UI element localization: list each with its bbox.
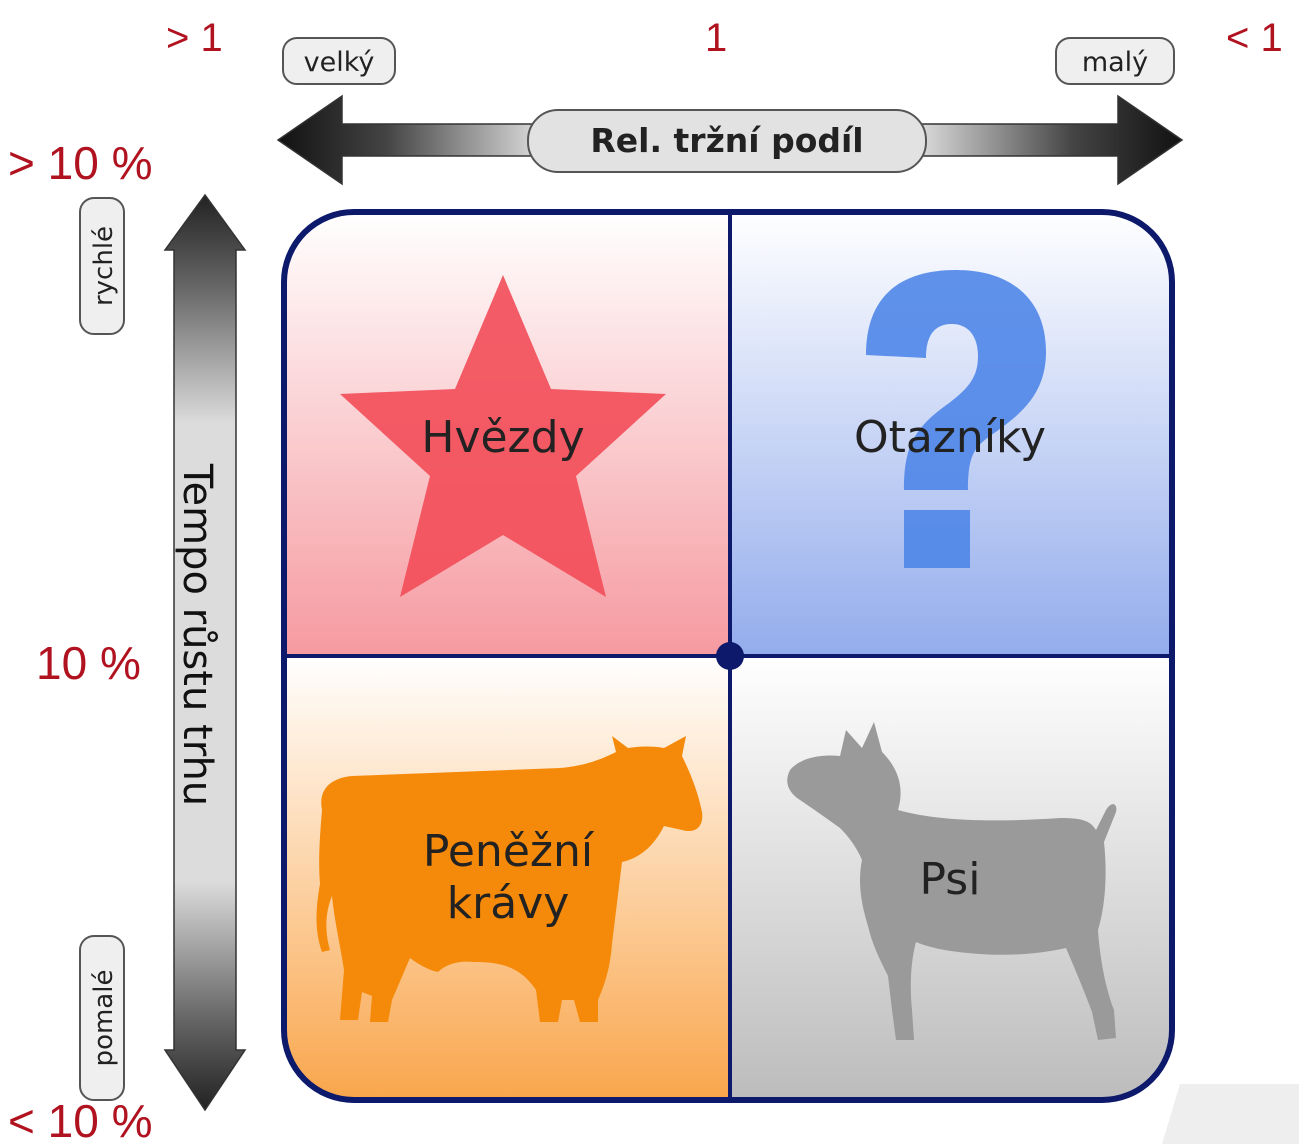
large-share-tag-pill (282, 37, 396, 85)
cow-icon (316, 736, 703, 1022)
slow-growth-tag: pomalé (89, 970, 119, 1067)
matrix-frame (281, 209, 1175, 1103)
stars-label: Hvězdy (421, 412, 584, 463)
market-share-axis: Rel. tržní podíl velký malý (276, 37, 1184, 186)
market-growth-axis: Tempo růstu trhu rychlé pomalé (79, 193, 247, 1112)
cash-cows-label-line1: Peněžní (423, 826, 595, 877)
question-mark-icon (866, 270, 1046, 568)
matrix-quadrants (284, 212, 1172, 1100)
ratio-one: 1 (705, 16, 728, 60)
question-marks-label: Otazníky (854, 412, 1046, 463)
star-icon (340, 275, 666, 597)
market-share-axis-title: Rel. tržní podíl (590, 121, 863, 160)
vertical-double-arrow (163, 193, 247, 1112)
slow-growth-tag-pill (79, 935, 125, 1101)
market-growth-axis-title: Tempo růstu trhu (174, 463, 220, 806)
growth-ten-label: 10 % (36, 637, 141, 689)
market-share-title-pill (527, 109, 927, 173)
growth-below-ten-label: < 10 % (8, 1095, 153, 1144)
ratio-less-than-one: < 1 (1226, 16, 1283, 60)
fast-growth-tag: rychlé (89, 226, 119, 306)
cash-cows-label-line2: krávy (447, 878, 570, 929)
small-share-tag: malý (1082, 47, 1148, 78)
fast-growth-tag-pill (79, 197, 125, 335)
corner-decoration (1162, 1084, 1299, 1144)
growth-above-ten-label: > 10 % (8, 137, 153, 189)
ratio-greater-than-one: > 1 (166, 16, 223, 60)
center-point (716, 642, 744, 670)
dog-icon (787, 722, 1117, 1040)
large-share-tag: velký (304, 47, 375, 78)
dogs-label: Psi (920, 854, 981, 905)
small-share-tag-pill (1055, 37, 1175, 85)
